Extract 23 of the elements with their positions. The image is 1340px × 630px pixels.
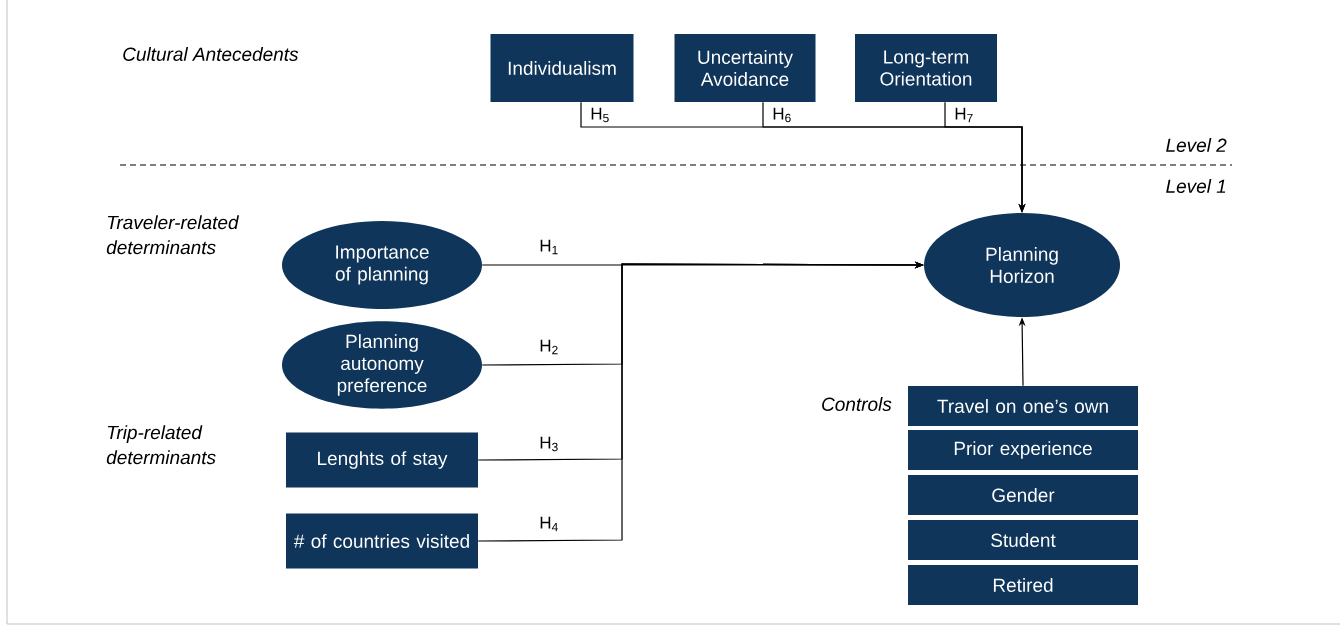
edge-label: H$_{1}$ [540,239,558,255]
concept-box: Gender [908,475,1138,515]
concept-box: Prior experience [908,430,1138,470]
concept-box: # of countries visited [286,513,478,569]
italic-heading: Cultural Antecedents [123,47,299,61]
italic-heading: Traveler-related determinants [106,215,240,255]
concept-box: Lenghts of stay [286,432,478,488]
concept-box: Individualism [490,34,634,102]
level-label: Level 1 [1166,179,1226,193]
concept-box: Travel on one’s own [908,386,1138,426]
concept-box: Long-term Orientation [855,34,997,102]
italic-heading: Trip-related determinants [106,425,216,465]
edge-label: H$_{7}$ [955,107,973,123]
edge-label: H$_{2}$ [540,339,558,355]
edge-label: H$_{3}$ [540,436,558,452]
concept-box: Retired [908,565,1138,605]
concept-box: Uncertainty Avoidance [674,34,816,102]
edge-label: H$_{4}$ [540,516,558,532]
edge-label: H$_{6}$ [773,107,791,123]
edge-label: H$_{5}$ [591,107,609,123]
italic-heading: Controls [822,397,892,411]
concept-box: Student [908,520,1138,560]
level-label: Level 2 [1166,138,1227,152]
